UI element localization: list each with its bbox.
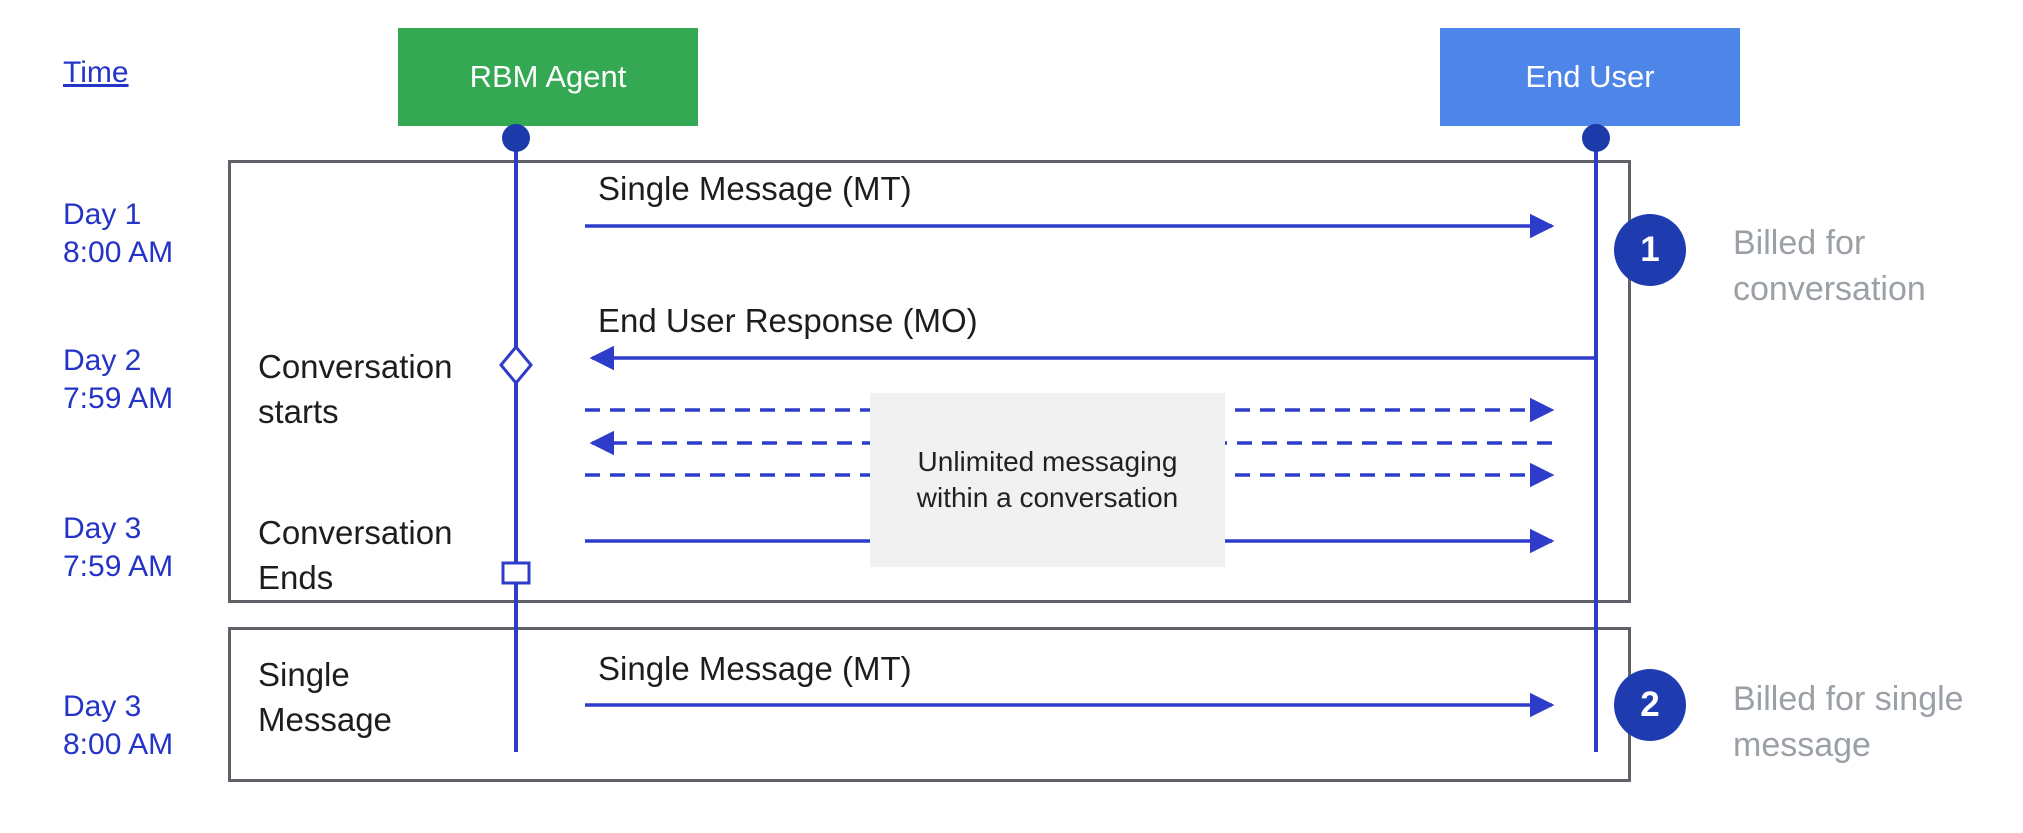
agent-lifeline-dot — [502, 124, 530, 152]
billing-badge-2: 2 — [1614, 669, 1686, 741]
timeline-day3-late: Day 3 8:00 AM — [63, 688, 173, 764]
mo-response-label: End User Response (MO) — [598, 302, 978, 339]
single-message-line2: Message — [258, 701, 392, 738]
conversation-ends-line1: Conversation — [258, 514, 453, 551]
mt-message-label: Single Message (MT) — [598, 170, 912, 207]
timeline-day2: Day 2 7:59 AM — [63, 342, 173, 418]
timeline-day1-day: Day 1 — [63, 198, 142, 231]
billed-for-conversation-line2: conversation — [1733, 270, 1926, 308]
billed-for-single-message-line1: Billed for single — [1733, 680, 1964, 718]
conversation-start-diamond — [499, 344, 533, 386]
timeline-day3-early-day: Day 3 — [63, 512, 142, 545]
conversation-ends-label: Conversation Ends — [258, 510, 452, 600]
billed-for-conversation-label: Billed for conversation — [1733, 220, 1926, 312]
billed-for-single-message-label: Billed for single message — [1733, 676, 1964, 768]
timeline-day1-time: 8:00 AM — [63, 236, 174, 269]
billing-badge-1: 1 — [1614, 214, 1686, 286]
unlimited-messaging-note-line1: Unlimited messaging — [917, 446, 1178, 477]
single-message-line1: Single — [258, 656, 350, 693]
actor-end-user: End User — [1440, 28, 1740, 126]
user-lifeline-dot — [1582, 124, 1610, 152]
timeline-day3-early-time: 7:59 AM — [63, 550, 174, 583]
unlimited-messaging-note: Unlimited messaging within a conversatio… — [870, 393, 1225, 567]
timeline-day3-late-day: Day 3 — [63, 690, 142, 723]
conversation-starts-label: Conversation starts — [258, 344, 452, 434]
conversation-starts-line1: Conversation — [258, 348, 453, 385]
timeline-day2-day: Day 2 — [63, 344, 142, 377]
conversation-ends-line2: Ends — [258, 559, 334, 596]
conversation-starts-line2: starts — [258, 393, 339, 430]
billed-for-single-message-line2: message — [1733, 726, 1871, 764]
conversation-frame — [228, 160, 1631, 603]
timeline-day1: Day 1 8:00 AM — [63, 196, 173, 272]
conversation-end-square — [501, 561, 531, 585]
timeline-day3-early: Day 3 7:59 AM — [63, 510, 173, 586]
single-message-label: Single Message — [258, 652, 392, 742]
unlimited-messaging-note-line2: within a conversation — [916, 482, 1179, 513]
single-mt-message-label: Single Message (MT) — [598, 650, 912, 687]
time-axis-label: Time — [63, 56, 129, 89]
billed-for-conversation-line1: Billed for — [1733, 224, 1866, 262]
timeline-day2-time: 7:59 AM — [63, 382, 174, 415]
actor-rbm-agent: RBM Agent — [398, 28, 698, 126]
timeline-day3-late-time: 8:00 AM — [63, 728, 174, 761]
